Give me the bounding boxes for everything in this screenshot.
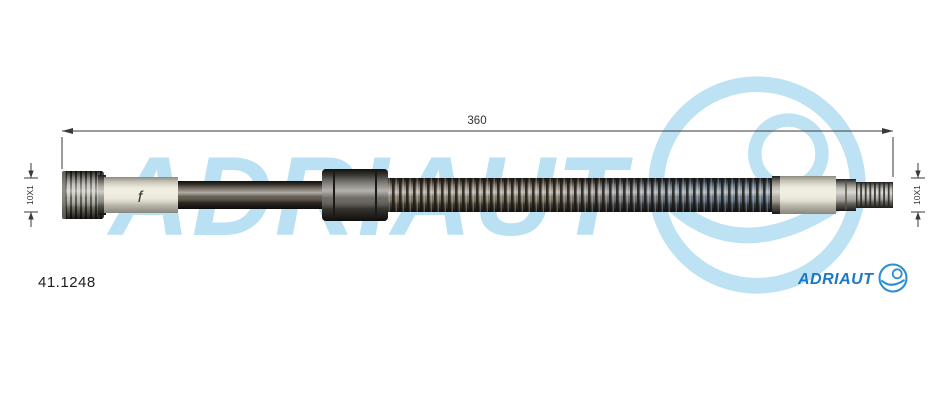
length-dimension-label: 360 — [467, 115, 486, 127]
right-sleeve — [772, 176, 836, 214]
arrowhead-right-icon — [882, 128, 893, 134]
corrugated-guard — [388, 178, 772, 212]
right-thread-label: 10X1 — [912, 185, 922, 205]
arrow-up-icon — [915, 212, 921, 220]
arrow-down-icon — [28, 170, 34, 178]
rubber-hose-section — [178, 181, 322, 209]
left-fitting — [62, 171, 106, 219]
part-number: 41.1248 — [38, 274, 96, 291]
brake-hose-drawing: f — [62, 169, 893, 221]
sleeve-marking: f — [138, 189, 144, 206]
left-thread-label: 10X1 — [25, 185, 35, 205]
length-dimension — [61, 128, 894, 177]
arrowhead-left-icon — [62, 128, 73, 134]
arrow-up-icon — [28, 212, 34, 220]
mounting-bracket — [322, 169, 388, 221]
right-fitting — [836, 179, 893, 211]
arrow-down-icon — [915, 170, 921, 178]
left-sleeve: f — [104, 177, 178, 213]
left-thread-dimension: 10X1 — [24, 163, 38, 227]
brand-logo-text: ADRIAUT — [797, 271, 874, 288]
brand-logo: ADRIAUT — [797, 263, 908, 293]
right-thread-dimension: 10X1 — [911, 163, 925, 227]
